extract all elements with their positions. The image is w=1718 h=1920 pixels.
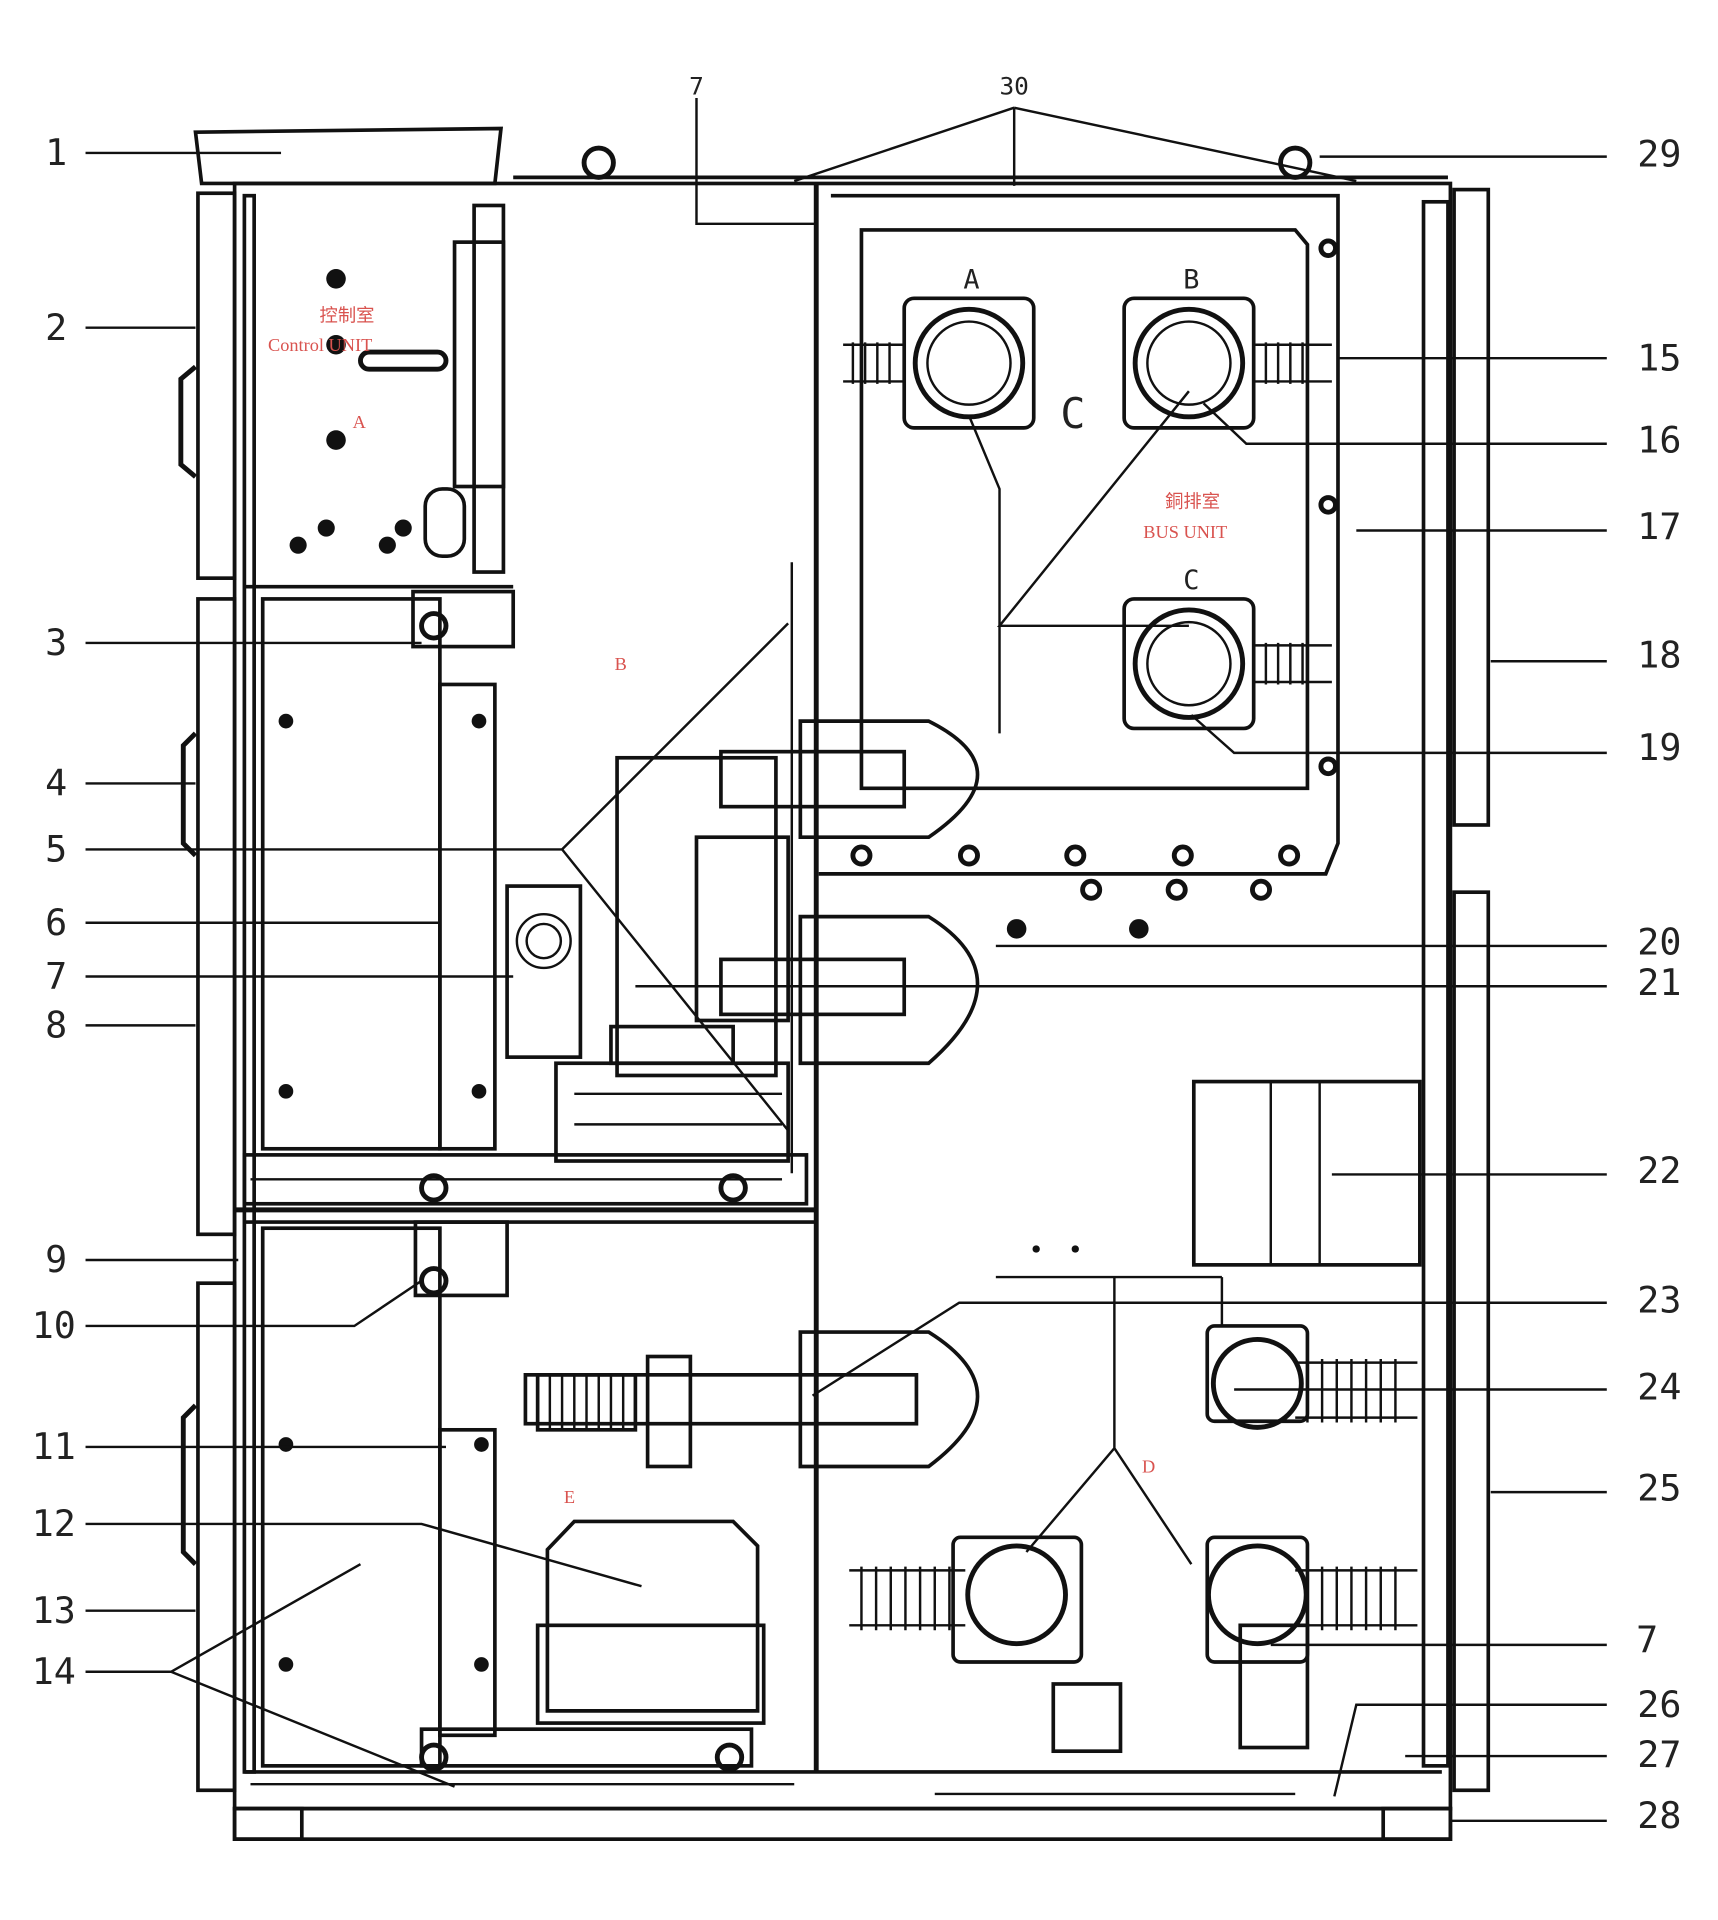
callout: 7 [45,955,67,998]
callout: 8 [45,1004,67,1047]
bus-compartment-letter: C [1060,389,1085,438]
callout: 5 [45,828,67,871]
callout: 22 [1637,1149,1681,1192]
callout: 30 [999,71,1028,100]
callout: 21 [1637,961,1681,1004]
cable-letter: D [1142,1457,1155,1477]
callout: 17 [1637,505,1681,548]
callout: 27 [1637,1733,1681,1776]
cabinet-outline [178,126,1491,1841]
callout: 6 [45,901,67,944]
phase-b-label: B [1183,265,1199,296]
callout: 14 [32,1650,76,1693]
breaker-compartment [242,562,809,1206]
phase-a-label: A [963,265,979,296]
control-unit-en: Control UNIT [268,335,372,355]
callout: 13 [32,1589,76,1632]
callout: 9 [45,1238,67,1281]
callout: 1 [45,131,67,174]
callout: 4 [45,762,67,805]
callout: 3 [45,621,67,664]
compartment-labels: 控制室 Control UNIT A B 銅排室 BUS UNIT E D C … [268,265,1227,1508]
control-unit-letter: A [353,412,367,432]
bus-unit-cn: 銅排室 [1165,491,1220,511]
callout: 19 [1637,726,1681,769]
leader-lines [85,97,1607,1823]
callout: 10 [32,1304,76,1347]
lower-letter: E [564,1487,575,1507]
callout: 7 [689,71,704,100]
callout: 15 [1637,336,1681,379]
callout: 16 [1637,418,1681,461]
callout: 7 [1636,1618,1658,1661]
callout: 28 [1637,1794,1681,1837]
bus-bolts [850,238,1338,939]
callout: 2 [45,306,67,349]
callout: 26 [1637,1683,1681,1726]
bushing-c [1122,597,1332,731]
bus-unit-en: BUS UNIT [1143,522,1227,542]
callout: 24 [1637,1365,1681,1408]
callouts-right: 29 15 16 17 18 19 20 21 22 23 24 25 7 26… [1636,132,1681,1837]
callout: 18 [1637,633,1681,676]
callouts-top: 7 30 [689,71,1029,100]
phase-c-label: C [1183,565,1199,596]
breaker-letter: B [615,654,627,674]
bushing-a [843,296,1036,430]
callout: 29 [1637,132,1681,175]
callout: 20 [1637,921,1681,964]
bushing-b [1122,296,1332,430]
bus-unit [818,193,1340,939]
callouts-left: 1 2 3 4 5 6 7 8 9 10 11 12 13 14 [32,131,76,1693]
callout: 12 [32,1502,76,1545]
callout: 11 [32,1425,76,1468]
callout: 25 [1637,1467,1681,1510]
control-unit [289,203,516,649]
control-unit-cn: 控制室 [320,306,375,326]
cable-compartment [849,1079,1422,1796]
callout: 23 [1637,1279,1681,1322]
lower-compartment [250,1220,795,1786]
